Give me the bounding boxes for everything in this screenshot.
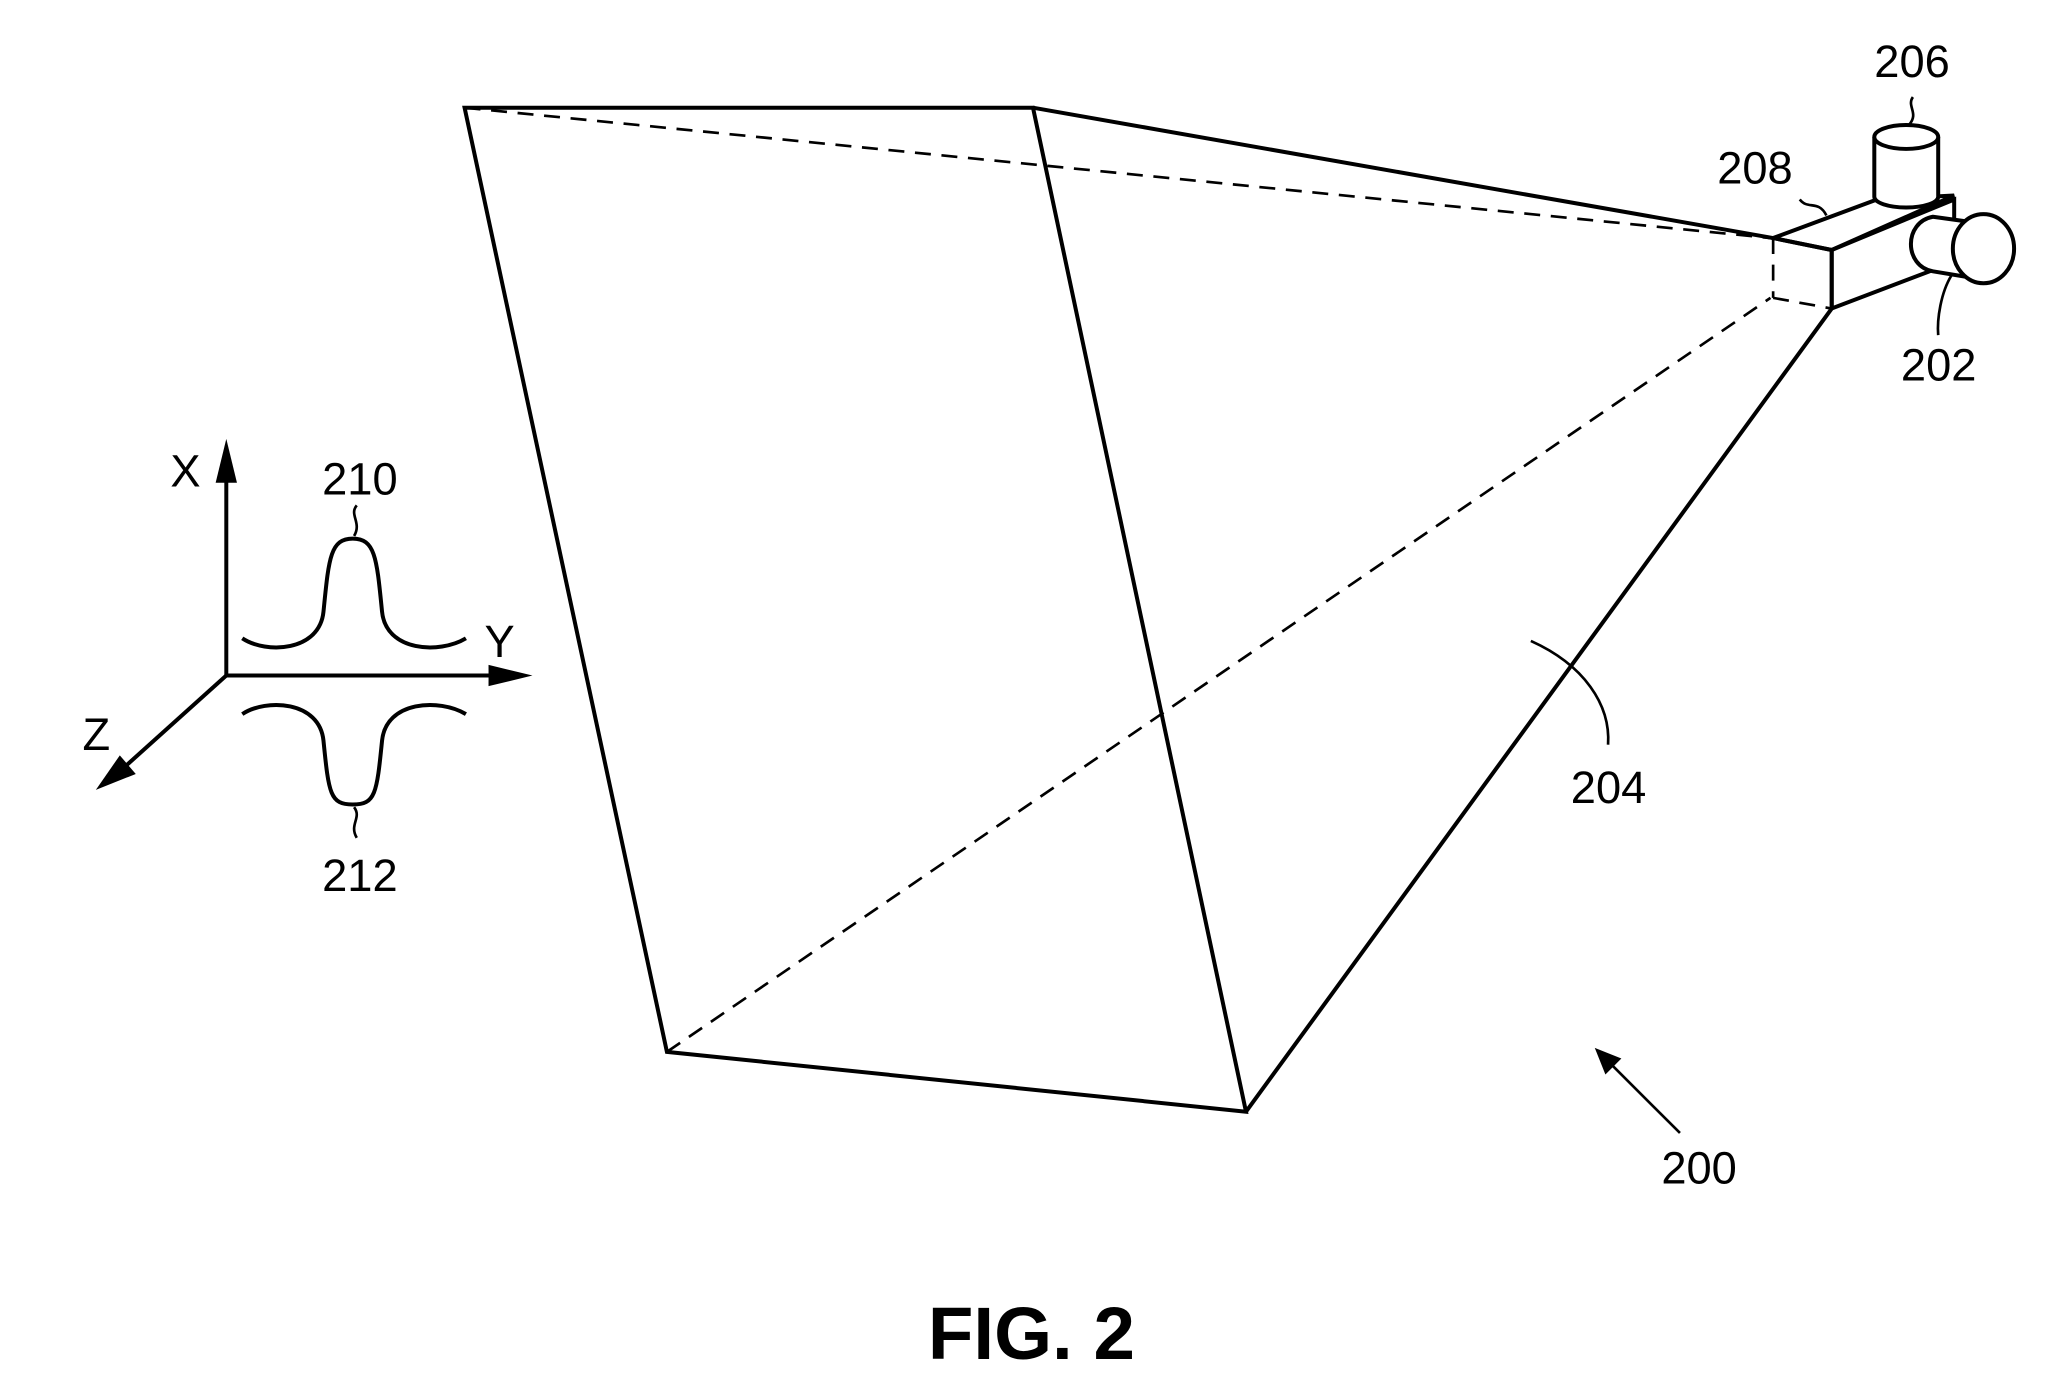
label-208: 208 — [1717, 143, 1792, 194]
frustum-hidden-edge-top — [464, 106, 1771, 240]
pattern-curve-212 — [241, 703, 467, 807]
axis-label-y: Y — [485, 616, 515, 667]
frustum-far-face — [462, 105, 1249, 1114]
leader-208 — [1798, 198, 1828, 217]
leader-204 — [1530, 639, 1610, 745]
leader-206 — [1907, 96, 1915, 126]
arrow-200 — [1594, 1047, 1681, 1134]
label-206: 206 — [1874, 36, 1949, 87]
label-212: 212 — [322, 850, 397, 901]
pattern-curve-210 — [241, 536, 467, 650]
leader-210 — [352, 504, 359, 537]
label-202: 202 — [1901, 339, 1976, 390]
label-200: 200 — [1661, 1143, 1736, 1194]
label-204: 204 — [1571, 762, 1646, 813]
coordinate-axes — [95, 438, 533, 790]
axis-label-x: X — [170, 446, 200, 497]
leader-202 — [1936, 274, 1953, 336]
frustum-edge-bottom — [1244, 307, 1834, 1113]
sensor-cylinder — [1872, 123, 1941, 210]
label-210: 210 — [322, 454, 397, 505]
lens-cylinder — [1909, 212, 2017, 286]
axis-label-z: Z — [83, 709, 111, 760]
frustum-edge-top — [1032, 105, 1774, 241]
leader-212 — [352, 806, 359, 839]
frustum-hidden-edge-bottom — [666, 296, 1772, 1053]
figure-title: FIG. 2 — [928, 1292, 1135, 1375]
